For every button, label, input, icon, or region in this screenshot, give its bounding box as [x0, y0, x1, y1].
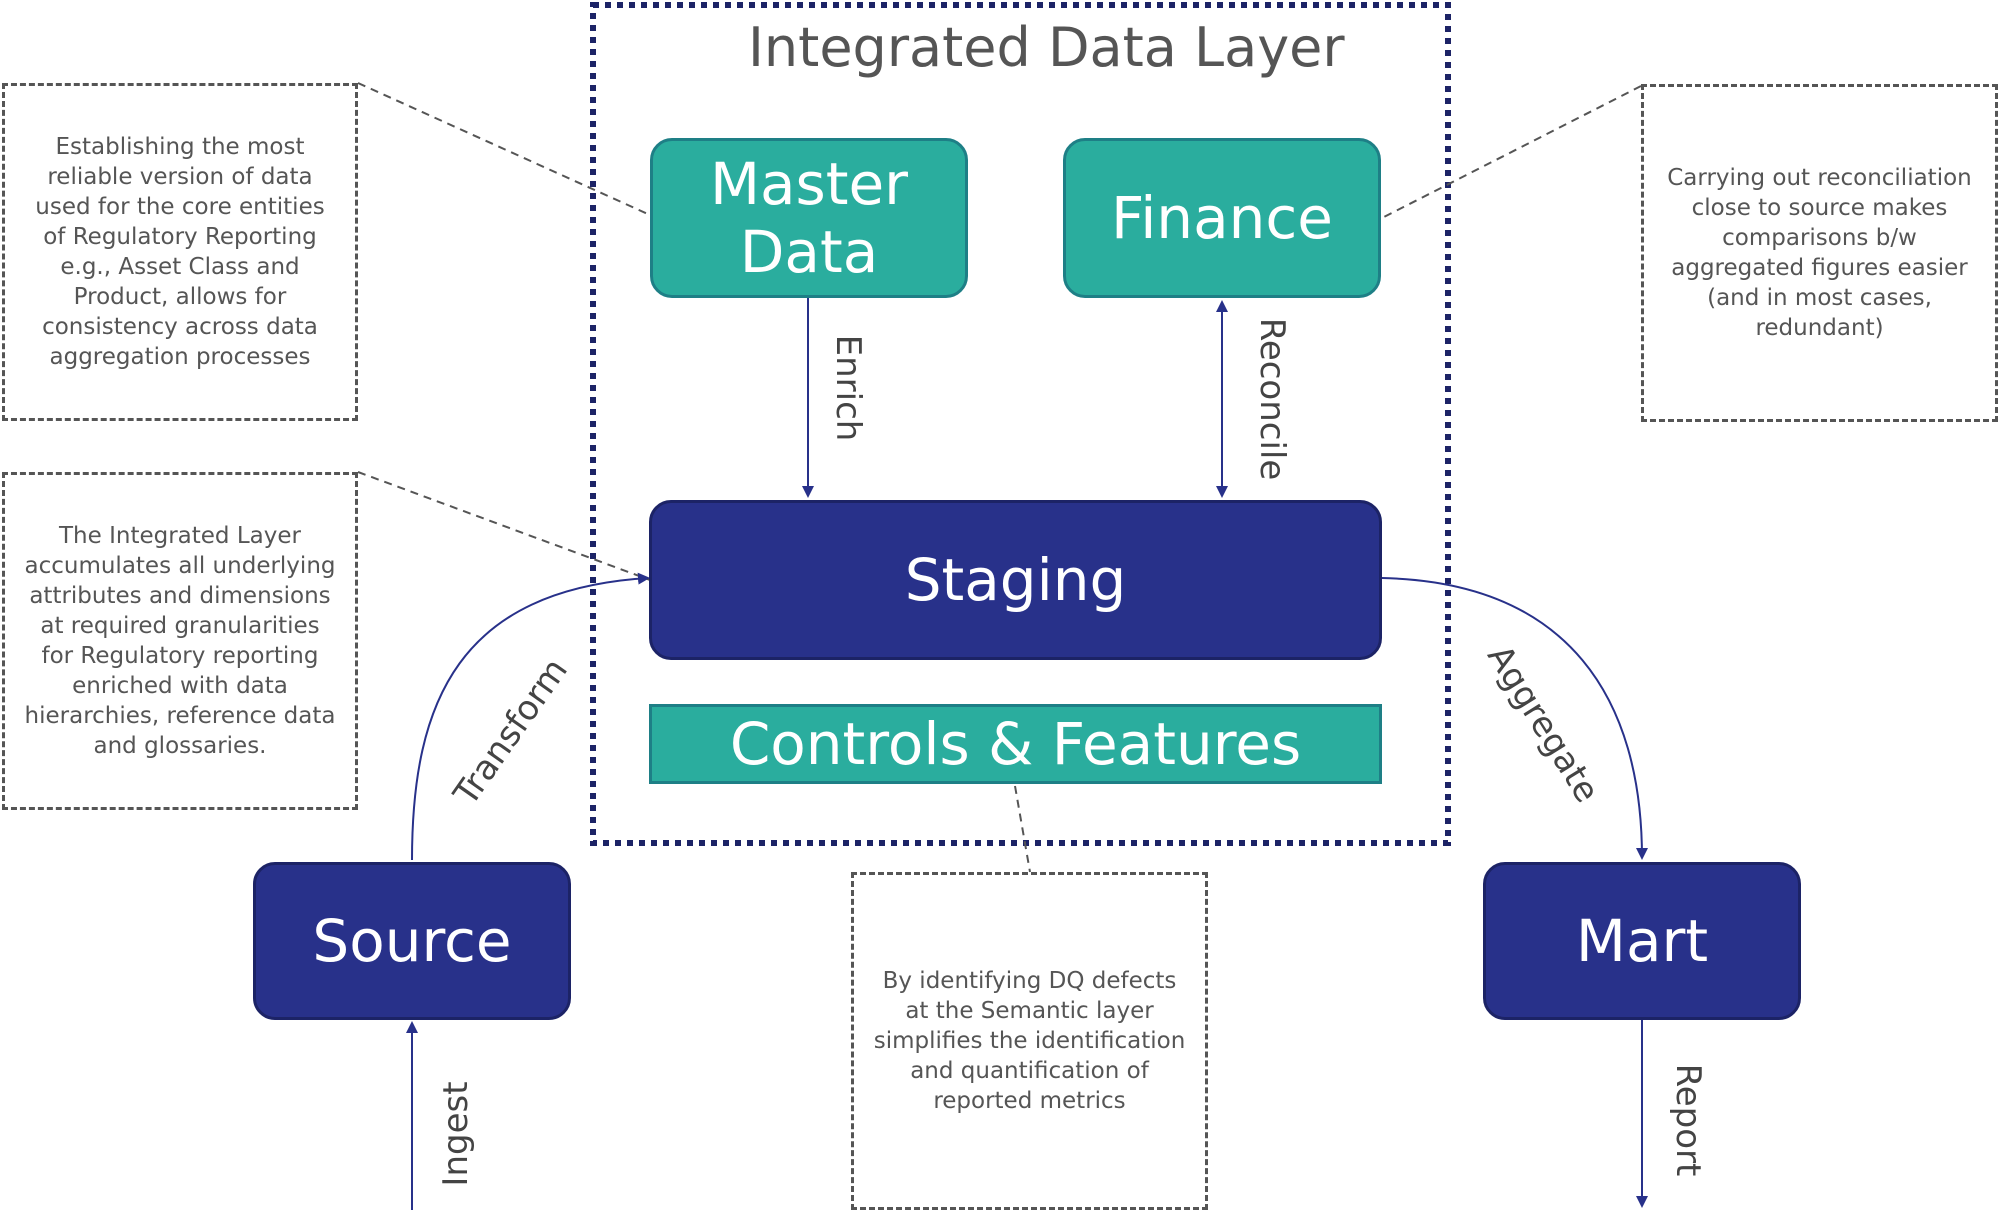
finance-label: Finance [1111, 184, 1333, 252]
master-data-note: Establishing the most reliable version o… [2, 83, 358, 421]
master-data-label-line2: Data [739, 218, 879, 286]
transform-arrow [411, 572, 650, 861]
staging-node: Staging [649, 500, 1382, 660]
source-node: Source [253, 862, 571, 1020]
reconciliation-note: Carrying out reconciliation close to sou… [1641, 84, 1998, 422]
leader-integrated-layer-note [357, 471, 651, 581]
controls-features-label: Controls & Features [729, 710, 1302, 778]
leader-dq-note [1014, 785, 1031, 873]
leader-master-data-note [357, 82, 651, 216]
master-data-label-line1: Master [709, 150, 909, 218]
dq-note: By identifying DQ defects at the Semanti… [851, 872, 1208, 1210]
mart-label: Mart [1575, 907, 1709, 975]
dq-note-text: By identifying DQ defects at the Semanti… [873, 968, 1186, 1114]
enrich-label: Enrich [828, 334, 868, 442]
integrated-layer-note-text: The Integrated Layer accumulates all und… [24, 523, 336, 759]
aggregate-arrow [1381, 577, 1648, 860]
integrated-layer-note: The Integrated Layer accumulates all und… [2, 472, 358, 810]
leader-reconciliation-note [1381, 85, 1642, 219]
integrated-layer-frame [590, 2, 1451, 846]
report-label: Report [1668, 1063, 1708, 1177]
master-data-note-text: Establishing the most reliable version o… [35, 134, 325, 370]
mart-node: Mart [1483, 862, 1801, 1020]
source-label: Source [312, 907, 512, 975]
controls-features-node: Controls & Features [649, 704, 1382, 784]
reconciliation-note-text: Carrying out reconciliation close to sou… [1667, 165, 1972, 341]
reconcile-label: Reconcile [1252, 317, 1292, 481]
ingest-label: Ingest [436, 1081, 476, 1187]
staging-label: Staging [904, 546, 1127, 614]
master-data-node: Master Data [650, 138, 968, 298]
diagram-title: Integrated Data Layer [748, 16, 1345, 79]
finance-node: Finance [1063, 138, 1381, 298]
